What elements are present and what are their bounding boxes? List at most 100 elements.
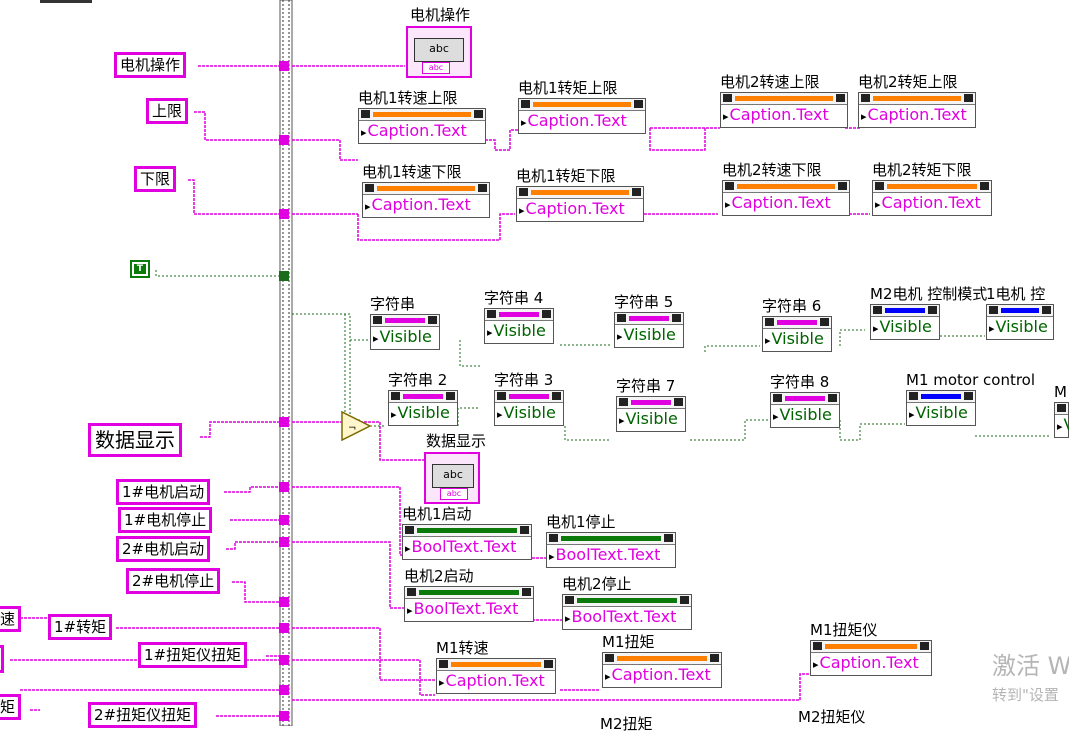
pnode-property[interactable]: Caption.Text xyxy=(517,199,643,221)
const-lower[interactable]: 下限 xyxy=(134,166,177,192)
pnode-property[interactable]: Caption.Text xyxy=(873,193,991,215)
const-m2-start[interactable]: 2#电机启动 xyxy=(116,536,211,562)
string-tag-icon: abc xyxy=(422,62,450,74)
pnode-m1-stop[interactable]: 电机1停止 BoolText.Text xyxy=(546,512,676,568)
const-speed-partial[interactable]: 速 xyxy=(0,606,22,632)
pnode-m2-torque-upper[interactable]: 电机2转矩上限 Caption.Text xyxy=(858,72,976,128)
pnode-property[interactable]: Caption.Text xyxy=(437,671,555,693)
pnode-str8[interactable]: 字符串 8 Visible xyxy=(770,372,840,428)
indicator-label-motor-op: 电机操作 xyxy=(410,6,471,24)
pnode-label: M1转速 xyxy=(436,639,489,657)
not-gate: ¬ xyxy=(341,410,372,442)
pnode-m2-speed-lower[interactable]: 电机2转速下限 Caption.Text xyxy=(722,160,850,216)
pnode-property[interactable]: Caption.Text xyxy=(603,665,721,687)
pnode-str2[interactable]: 字符串 2 Visible xyxy=(388,370,458,426)
const-motor-op[interactable]: 电机操作 xyxy=(114,52,187,78)
pnode-m1-torque[interactable]: M1扭矩 Caption.Text xyxy=(602,632,722,688)
pnode-m2-stop[interactable]: 电机2停止 BoolText.Text xyxy=(562,574,692,630)
pnode-property[interactable]: BoolText.Text xyxy=(563,607,691,629)
pnode-property[interactable]: Visible xyxy=(871,317,939,339)
const-torque-partial[interactable]: 矩 xyxy=(0,694,22,720)
abc-icon: abc xyxy=(414,38,464,62)
pnode-property[interactable]: Visible xyxy=(617,409,685,431)
indicator-label-data-display: 数据显示 xyxy=(426,432,487,450)
pnode-label: 电机1转矩下限 xyxy=(516,167,616,185)
pnode-label: 字符串 xyxy=(370,295,416,313)
pnode-label-m2-torque: M2扭矩 xyxy=(600,715,653,733)
pnode-property[interactable]: BoolText.Text xyxy=(405,599,533,621)
pnode-label: 电机2转矩上限 xyxy=(858,73,958,91)
pnode-property[interactable]: Visible xyxy=(987,317,1053,339)
pnode-property[interactable]: Caption.Text xyxy=(363,195,489,217)
pnode-property[interactable]: BoolText.Text xyxy=(547,545,675,567)
pnode-label: M1 motor control xyxy=(906,371,1036,389)
const-upper[interactable]: 上限 xyxy=(146,98,189,124)
pnode-str5[interactable]: 字符串 5 Visible xyxy=(614,292,684,348)
const-m2-stop[interactable]: 2#电机停止 xyxy=(126,568,221,594)
motor-op-indicator[interactable]: abc abc xyxy=(406,26,472,78)
bool-value-label: T xyxy=(134,264,146,274)
const-partial-box[interactable] xyxy=(0,645,4,673)
pnode-property[interactable]: Caption.Text xyxy=(359,121,485,143)
pnode-m1-ctrl-top[interactable]: 1电机 控 Visible xyxy=(986,284,1054,340)
pnode-m1-speed-upper[interactable]: 电机1转速上限 Caption.Text xyxy=(358,88,486,144)
const-torquemeter1[interactable]: 1#扭矩仪扭矩 xyxy=(138,642,248,668)
pnode-str3[interactable]: 字符串 3 Visible xyxy=(494,370,564,426)
pnode-m2-speed-upper[interactable]: 电机2转速上限 Caption.Text xyxy=(720,72,848,128)
pnode-m1-start[interactable]: 电机1启动 BoolText.Text xyxy=(402,504,532,560)
string-tag-icon: abc xyxy=(440,488,468,500)
pnode-m1-speed-lower[interactable]: 电机1转速下限 Caption.Text xyxy=(362,162,490,218)
pnode-str[interactable]: 字符串 Visible xyxy=(370,294,440,350)
pnode-property[interactable]: Visible xyxy=(371,327,439,349)
pnode-property[interactable]: Visible xyxy=(763,329,831,351)
pnode-property[interactable]: Caption.Text xyxy=(811,653,931,675)
pnode-label: 字符串 7 xyxy=(616,377,676,395)
case-structure-border xyxy=(279,0,293,726)
pnode-property[interactable]: V xyxy=(1055,415,1069,437)
pnode-property[interactable]: Caption.Text xyxy=(859,105,975,127)
boolean-true-constant[interactable]: T xyxy=(130,260,150,278)
pnode-property[interactable]: Visible xyxy=(495,403,563,425)
pnode-property[interactable]: Visible xyxy=(615,325,683,347)
const-m1-stop[interactable]: 1#电机停止 xyxy=(118,507,213,533)
pnode-property[interactable]: Visible xyxy=(485,321,553,343)
pnode-m2-torque-lower[interactable]: 电机2转矩下限 Caption.Text xyxy=(872,160,992,216)
pnode-property[interactable]: Visible xyxy=(907,403,975,425)
pnode-label-m2-torquemeter: M2扭矩仪 xyxy=(798,708,866,726)
const-m1-start[interactable]: 1#电机启动 xyxy=(116,479,211,505)
pnode-property[interactable]: Visible xyxy=(389,403,457,425)
const-torque1[interactable]: 1#转矩 xyxy=(48,614,113,640)
pnode-property[interactable]: Caption.Text xyxy=(519,111,645,133)
const-torquemeter2[interactable]: 2#扭矩仪扭矩 xyxy=(88,702,198,728)
const-data-display[interactable]: 数据显示 xyxy=(88,423,182,457)
pnode-label: 电机2转矩下限 xyxy=(872,161,972,179)
pnode-property[interactable]: Caption.Text xyxy=(721,105,847,127)
pnode-m1-torque-upper[interactable]: 电机1转矩上限 Caption.Text xyxy=(518,78,646,134)
pnode-m1-torquemeter[interactable]: M1扭矩仪 Caption.Text xyxy=(810,620,932,676)
pnode-str4[interactable]: 字符串 4 Visible xyxy=(484,288,554,344)
pnode-label: 电机1启动 xyxy=(402,505,472,523)
data-display-indicator[interactable]: abc abc xyxy=(424,452,480,504)
pnode-label: 字符串 3 xyxy=(494,371,554,389)
pnode-property[interactable]: Caption.Text xyxy=(723,193,849,215)
pnode-m1-speed[interactable]: M1转速 Caption.Text xyxy=(436,638,556,694)
pnode-label: 字符串 5 xyxy=(614,293,674,311)
pnode-m1-motor-control[interactable]: M1 motor control Visible xyxy=(906,370,1036,426)
pnode-label: 字符串 6 xyxy=(762,297,822,315)
pnode-m2-ctrl[interactable]: M2电机 控制模式 Visible xyxy=(870,284,988,340)
svg-text:¬: ¬ xyxy=(348,423,356,434)
pnode-label: 电机2转速下限 xyxy=(722,161,822,179)
pnode-label: M1扭矩仪 xyxy=(810,621,878,639)
pnode-label: 电机1停止 xyxy=(546,513,616,531)
pnode-label: 字符串 2 xyxy=(388,371,448,389)
pnode-label: 电机2转速上限 xyxy=(720,73,820,91)
pnode-str7[interactable]: 字符串 7 Visible xyxy=(616,376,686,432)
pnode-str6[interactable]: 字符串 6 Visible xyxy=(762,296,832,352)
pnode-property[interactable]: Visible xyxy=(771,405,839,427)
pnode-label: M2电机 控制模式 xyxy=(870,285,988,303)
pnode-m2-start[interactable]: 电机2启动 BoolText.Text xyxy=(404,566,534,622)
pnode-m1-torque-lower[interactable]: 电机1转矩下限 Caption.Text xyxy=(516,166,644,222)
pnode-m-partial[interactable]: M V xyxy=(1054,382,1069,438)
pnode-property[interactable]: BoolText.Text xyxy=(403,537,531,559)
pnode-label: 电机2启动 xyxy=(404,567,474,585)
